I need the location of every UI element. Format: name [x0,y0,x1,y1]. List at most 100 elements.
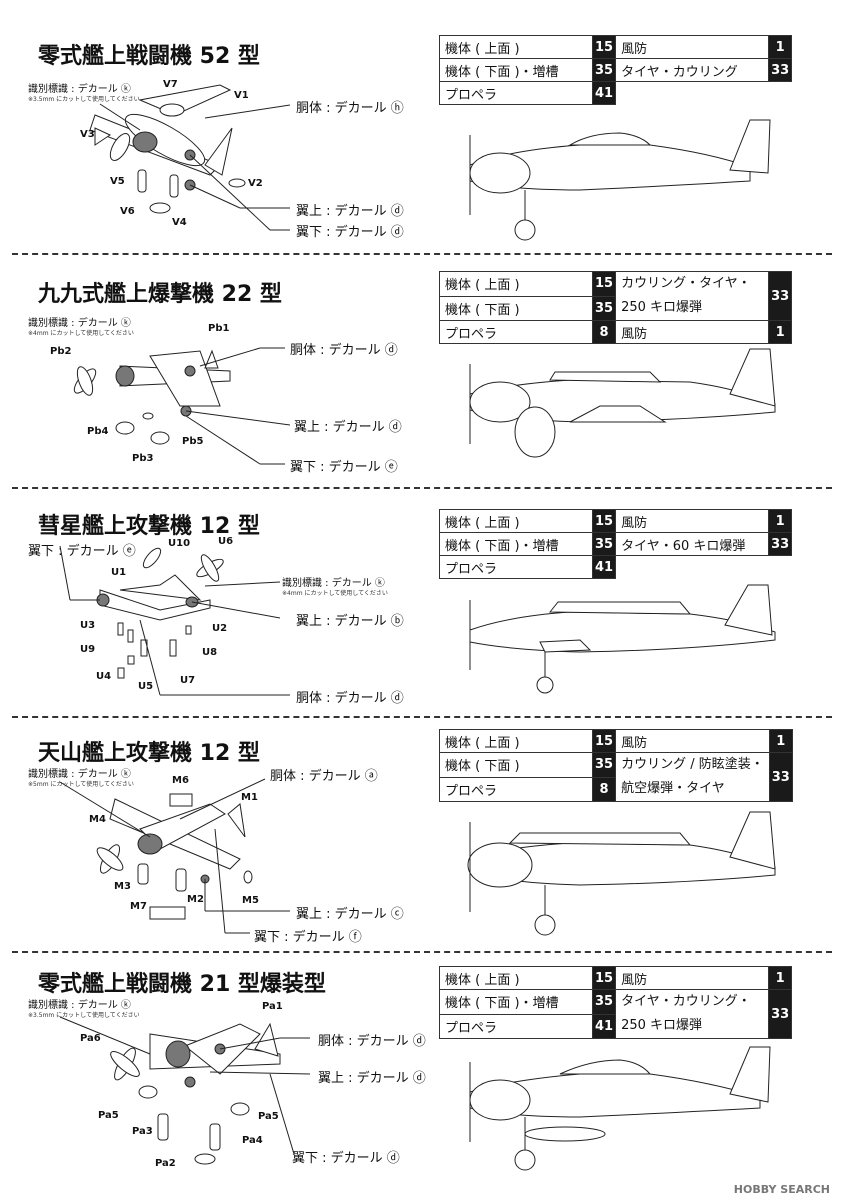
decal-callout: 胴体 : デカール ⓓ [290,343,398,358]
paint-name: 機体 ( 上面 ) [439,35,593,59]
decal-callout: 翼上 : デカール ⓓ [318,1071,426,1086]
id-marking-subnote: ※5mm にカットして使用してください [28,781,134,788]
part-label: Pb3 [132,453,154,464]
part-label: U10 [168,538,191,549]
section-tenzan: 天山艦上攻撃機 12 型 識別標識 : デカール ⓚ ※5mm にカットして使用… [0,719,844,949]
decal-callout: 翼上 : デカール ⓒ [296,907,404,922]
part-label: Pa4 [242,1135,263,1146]
exploded-view-diagram [73,347,291,465]
paint-name: 風防 [615,35,770,59]
decal-callout: 胴体 : デカール ⓓ [296,691,404,706]
part-label: Pb5 [182,436,204,447]
part-label: V6 [120,206,135,217]
part-label: M1 [241,792,258,803]
part-label: V7 [163,79,178,90]
paint-number: 35 [591,532,617,556]
section-zero-52: 零式艦上戦闘機 52 型 識別標識 : デカール ⓚ ※3.5mm にカットして… [0,0,844,255]
part-label: M5 [242,895,259,906]
paint-name: プロペラ [439,81,593,105]
part-label: M6 [172,775,189,786]
part-label: U4 [96,671,112,682]
exploded-view-diagram [59,778,290,934]
paint-table: 機体 ( 上面 ) 15 風防 1 機体 ( 下面 ) 35 カウリング / 防… [439,729,793,802]
decal-callout: 翼上 : デカール ⓓ [296,204,404,219]
section-suisei: 彗星艦上攻撃機 12 型 翼下 : デカール ⓔ 識別標識 : デカール ⓚ ※… [0,490,844,715]
paint-name: プロペラ [439,320,593,344]
part-label: U3 [80,620,96,631]
paint-name: カウリング・タイヤ・250 キロ爆弾 [615,271,770,321]
paint-name: プロペラ [439,776,593,802]
decal-callout: 翼上 : デカール ⓑ [296,614,404,629]
part-label: U9 [80,644,96,655]
paint-number: 8 [591,776,617,802]
paint-number: 41 [591,81,617,105]
part-label: U5 [138,681,154,692]
paint-number: 15 [591,271,617,297]
paint-number: 15 [591,509,617,533]
exploded-view-diagram [59,545,290,696]
id-marking-note: 識別標識 : デカール ⓚ [28,1000,131,1011]
id-marking-note: 識別標識 : デカール ⓚ [28,769,131,780]
part-label: Pa5 [258,1111,279,1122]
paint-name: 機体 ( 下面 ) [439,752,593,778]
page-title: 天山艦上攻撃機 12 型 [38,741,260,766]
paint-number: 15 [591,966,617,990]
part-label: Pb1 [208,323,230,334]
paint-number: 35 [591,989,617,1015]
paint-name: プロペラ [439,1013,593,1039]
id-marking-subnote: ※4mm にカットして使用してください [28,330,134,337]
decal-callout: 胴体 : デカール ⓐ [270,769,378,784]
paint-name: 機体 ( 上面 ) [439,729,593,753]
paint-number: 1 [768,729,793,753]
paint-number: 1 [768,320,793,344]
id-marking-subnote: ※3.5mm にカットして使用してください [28,1012,140,1019]
side-view-aircraft [469,584,776,694]
paint-number: 1 [768,35,793,59]
paint-number: 35 [591,58,617,82]
paint-table: 機体 ( 上面 ) 15 風防 1 機体 ( 下面 )・増槽 35 タイヤ・カウ… [439,966,793,1039]
part-label: U6 [218,536,234,547]
section-divider [12,487,832,489]
page-title: 九九式艦上爆撃機 22 型 [38,282,282,307]
page-title: 零式艦上戦闘機 21 型爆装型 [38,972,326,997]
paint-number: 8 [591,320,617,344]
paint-name: 風防 [615,729,770,753]
paint-number: 33 [768,532,793,556]
part-label: M2 [187,894,204,905]
part-label: U1 [111,567,127,578]
paint-table: 機体 ( 上面 ) 15 カウリング・タイヤ・250 キロ爆弾 33 機体 ( … [439,271,793,344]
section-type99: 九九式艦上爆撃機 22 型 識別標識 : デカール ⓚ ※4mm にカットして使… [0,256,844,486]
side-view-aircraft [467,811,776,936]
decal-callout: 胴体 : デカール ⓗ [296,101,404,116]
part-label: V4 [172,217,187,228]
part-label: Pb4 [87,426,109,437]
decal-callout: 翼下 : デカール ⓓ [292,1151,400,1166]
side-view-aircraft [469,119,771,241]
part-label: U8 [202,647,218,658]
paint-name: 機体 ( 下面 )・増槽 [439,58,593,82]
paint-number: 41 [591,555,617,579]
part-label: Pa1 [262,1001,283,1012]
paint-name: 機体 ( 上面 ) [439,509,593,533]
page-title: 零式艦上戦闘機 52 型 [38,44,260,69]
paint-number: 1 [768,966,793,990]
paint-name: 風防 [615,966,770,990]
paint-table: 機体 ( 上面 ) 15 風防 1 機体 ( 下面 )・増槽 35 タイヤ・60… [439,509,793,579]
id-marking-note: 識別標識 : デカール ⓚ [282,578,385,589]
part-label: Pa2 [155,1158,176,1169]
paint-name: 機体 ( 下面 )・増槽 [439,989,593,1015]
paint-name: 機体 ( 上面 ) [439,271,593,297]
paint-table: 機体 ( 上面 ) 15 風防 1 機体 ( 下面 )・増槽 35 タイヤ・カウ… [439,35,793,105]
paint-number: 35 [591,752,617,778]
decal-callout: 翼上 : デカール ⓓ [294,420,402,435]
watermark: HOBBY SEARCH [733,1183,830,1196]
part-label: M4 [89,814,106,825]
decal-callout: 翼下 : デカール ⓔ [290,460,398,475]
side-view-aircraft [469,1046,771,1171]
id-marking-note: 識別標識 : デカール ⓚ [28,84,131,95]
page-title: 彗星艦上攻撃機 12 型 [38,514,260,539]
exploded-view-diagram [59,1016,311,1165]
part-label: V1 [234,90,249,101]
part-label: Pa6 [80,1033,101,1044]
decal-callout: 翼下 : デカール ⓓ [296,225,404,240]
